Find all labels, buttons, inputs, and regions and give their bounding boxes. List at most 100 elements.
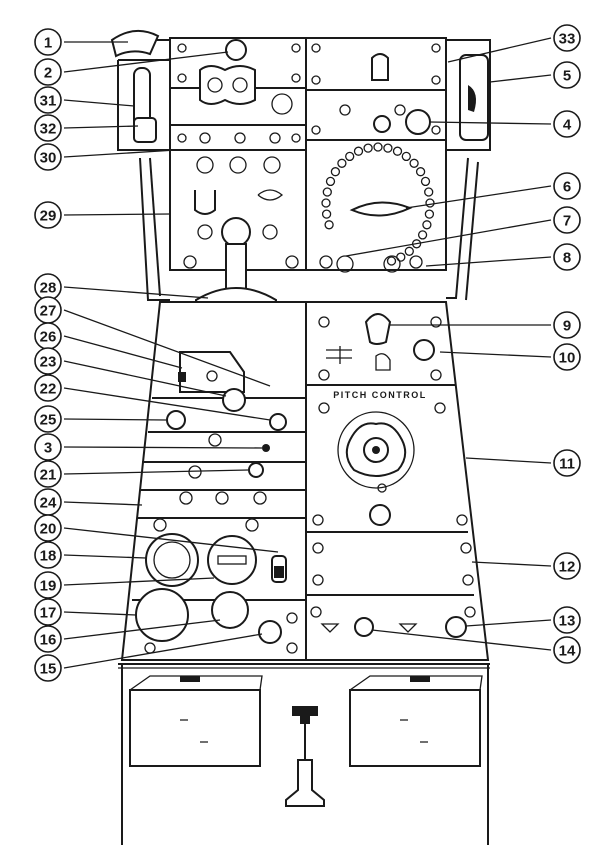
leader-line-25 [63,418,167,421]
leader-line-15 [63,633,263,669]
leader-lines [63,37,552,669]
dial-dot [321,198,331,208]
callout-number-12: 12 [559,559,576,576]
callout-4: 4 [553,110,581,138]
callout-number-1: 1 [44,35,52,52]
callout-22: 22 [34,374,62,402]
ball-grip [221,217,251,247]
callout-circle-1 [34,28,62,56]
leader-line-5 [489,74,552,83]
leader-line-11 [465,457,552,464]
left-rail [139,157,170,301]
callout-circle-21 [34,460,62,488]
dial-dot [392,146,403,156]
callout-18: 18 [34,541,62,569]
callout-number-7: 7 [563,213,571,230]
callout-number-30: 30 [40,150,57,167]
knob-25 [166,410,186,430]
dial-dot [401,151,411,162]
upper-console [110,29,491,273]
left-lever-knob [110,29,160,58]
callout-number-24: 24 [40,495,57,512]
callout-number-10: 10 [559,350,576,367]
dual-selector [199,65,256,105]
callout-19: 19 [34,571,62,599]
dial-dot [422,220,432,230]
gauge-16 [211,591,249,629]
callouts: 1231323029282726232225321242018191716153… [34,24,581,682]
callout-circle-17 [34,598,62,626]
leader-line-31 [63,99,135,107]
upper-knob [225,39,247,61]
callout-3: 3 [34,433,62,461]
callout-25: 25 [34,405,62,433]
pedestal-base [118,663,490,845]
callout-20: 20 [34,514,62,542]
callout-10: 10 [553,343,581,371]
callout-number-4: 4 [563,117,572,134]
callout-23: 23 [34,347,62,375]
callout-number-23: 23 [40,354,57,371]
callout-number-29: 29 [40,208,57,225]
callout-5: 5 [553,61,581,89]
leader-line-10 [439,351,552,358]
dial-dot [373,142,383,152]
dial-dot [330,167,341,177]
callout-circle-3 [34,433,62,461]
callout-circle-25 [34,405,62,433]
callout-number-22: 22 [40,381,57,398]
center-post [285,759,325,807]
callout-circle-4 [553,110,581,138]
dial-dot [420,176,431,187]
callout-number-15: 15 [40,661,57,678]
center-knob [292,706,318,724]
dial-dot [324,220,334,230]
callout-number-6: 6 [563,179,571,196]
callout-13: 13 [553,606,581,634]
callout-number-14: 14 [559,643,576,660]
dial-dot [383,143,393,153]
callout-circle-5 [553,61,581,89]
callout-9: 9 [553,311,581,339]
callout-circle-6 [553,172,581,200]
dial-dot [325,176,336,187]
lower-pedestal: PITCH CONTROL [120,301,490,661]
dial-dot [337,158,347,168]
callout-17: 17 [34,598,62,626]
leader-line-3 [63,446,263,449]
callout-26: 26 [34,322,62,350]
callout-circle-12 [553,552,581,580]
callout-32: 32 [34,114,62,142]
callout-circle-13 [553,606,581,634]
leader-line-16 [63,619,221,640]
leader-line-17 [63,611,137,616]
knob-13 [445,616,467,638]
callout-29: 29 [34,201,62,229]
leader-line-30 [63,149,177,158]
callout-circle-33 [553,24,581,52]
callout-circle-15 [34,654,62,682]
callout-number-16: 16 [40,632,57,649]
leader-line-22 [63,387,271,421]
leader-line-13 [465,619,552,627]
dial-dot [409,158,419,168]
callout-number-2: 2 [44,65,52,82]
dial-dot [345,151,355,162]
knob-23 [222,388,246,412]
callout-28: 28 [34,273,62,301]
callout-number-3: 3 [44,440,52,457]
dial-dot [321,209,332,219]
callout-circle-31 [34,86,62,114]
right-rail [446,157,469,299]
callout-circle-19 [34,571,62,599]
left-tray [129,689,261,767]
callout-circle-20 [34,514,62,542]
leader-line-21 [63,469,249,475]
leader-line-24 [63,501,143,506]
gauge-19 [207,535,257,585]
leader-line-12 [471,561,552,567]
leader-line-26 [63,335,183,369]
callout-number-28: 28 [40,280,57,297]
leader-line-32 [63,125,139,129]
